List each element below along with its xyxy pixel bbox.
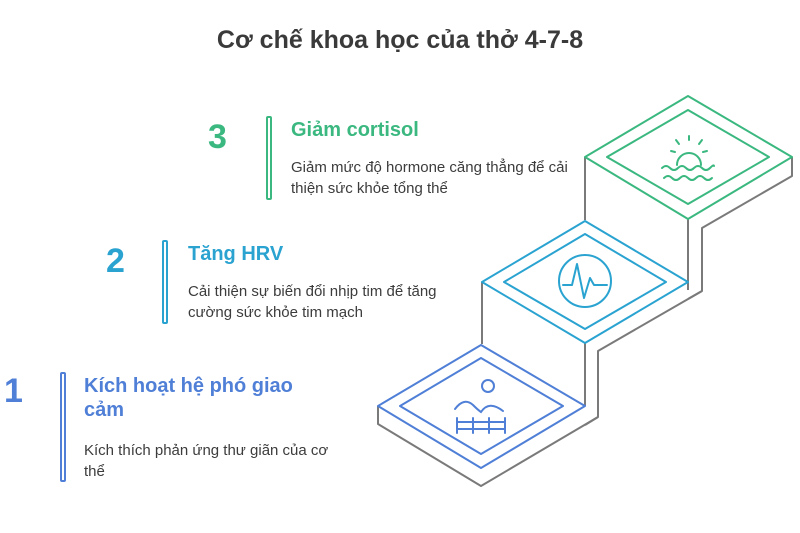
step-number: 2 <box>106 242 125 280</box>
step-3-platform <box>584 95 793 220</box>
stairs-outline <box>377 157 793 487</box>
step-heading: Giảm cortisol <box>291 119 419 141</box>
step-heading: Tăng HRV <box>188 243 284 265</box>
sunset-waves-icon <box>661 135 715 181</box>
heartbeat-pulse-icon <box>558 254 612 308</box>
step-description: Cải thiện sự biến đổi nhịp tim để tăng c… <box>188 283 437 321</box>
step-number: 1 <box>4 372 23 410</box>
step-number: 3 <box>208 118 227 156</box>
step-divider <box>266 116 272 200</box>
step-description: Kích thích phản ứng thư giãn của cơ thể <box>84 442 329 480</box>
step-2-platform <box>481 220 689 344</box>
page-title: Cơ chế khoa học của thở 4-7-8 <box>216 26 584 54</box>
step-divider <box>60 372 66 482</box>
landscape-fence-icon <box>454 379 506 434</box>
step-description: Giảm mức độ hormone căng thẳng để cải th… <box>291 159 568 197</box>
step-divider <box>162 240 168 324</box>
step-heading: Kích hoạt hệ phó giao cảm <box>84 375 293 421</box>
step-1-platform <box>377 344 586 469</box>
